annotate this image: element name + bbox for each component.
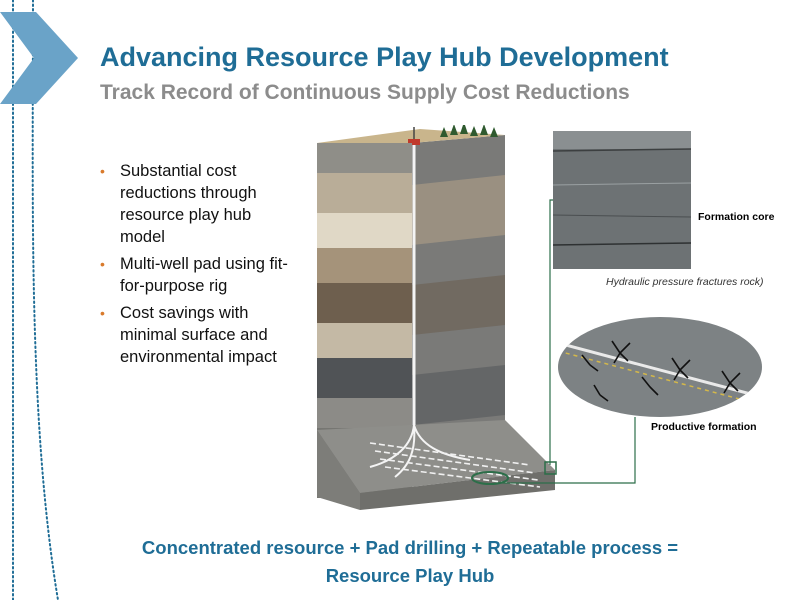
productive-formation-label: Productive formation bbox=[651, 421, 757, 433]
formation-core-image bbox=[552, 131, 692, 269]
bullet-list: •Substantial cost reductions through res… bbox=[100, 160, 300, 373]
footer-summary: Concentrated resource + Pad drilling + R… bbox=[100, 534, 720, 590]
geological-cross-section-diagram bbox=[317, 125, 762, 510]
bullet-item: •Multi-well pad using fit-for-purpose ri… bbox=[100, 255, 288, 295]
bullet-icon: • bbox=[100, 256, 105, 272]
footer-line-2: Resource Play Hub bbox=[325, 565, 495, 586]
trees-decoration bbox=[440, 125, 498, 137]
footer-line-1: Concentrated resource + Pad drilling + R… bbox=[141, 537, 679, 558]
slide-subtitle: Track Record of Continuous Supply Cost R… bbox=[100, 81, 630, 104]
fracture-caption: Hydraulic pressure fractures rock) bbox=[606, 276, 764, 288]
bullet-item: •Substantial cost reductions through res… bbox=[100, 162, 257, 246]
formation-core-label: Formation core bbox=[698, 211, 775, 223]
bullet-icon: • bbox=[100, 163, 105, 179]
drilling-rig-icon bbox=[408, 127, 420, 145]
bullet-item: •Cost savings with minimal surface and e… bbox=[100, 304, 277, 366]
productive-formation-image bbox=[558, 317, 762, 417]
slide-title: Advancing Resource Play Hub Development bbox=[100, 42, 669, 72]
chevron-arrow-icon bbox=[0, 12, 78, 104]
bullet-icon: • bbox=[100, 305, 105, 321]
left-decoration bbox=[0, 0, 78, 600]
